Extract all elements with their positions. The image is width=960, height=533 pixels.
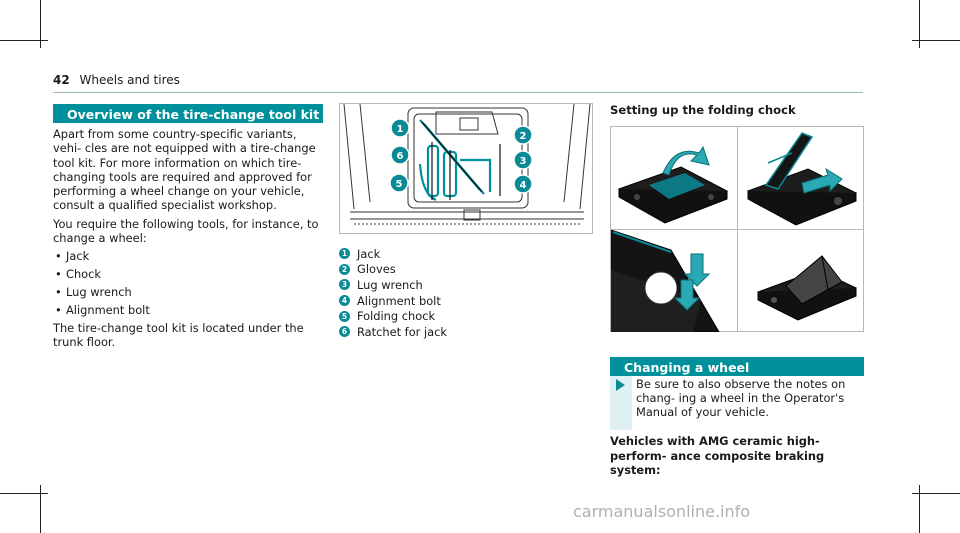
legend-number: 3 xyxy=(339,279,350,291)
overview-body: Apart from some country-specific variant… xyxy=(53,127,325,353)
chock-heading: Setting up the folding chock xyxy=(610,103,796,117)
overview-paragraph-2: You require the following tools, for ins… xyxy=(53,216,319,246)
legend-item: 3 Lug wrench xyxy=(339,277,447,293)
callout-4: 4 xyxy=(520,180,527,191)
legend-label: Jack xyxy=(357,246,381,261)
legend-number: 6 xyxy=(339,326,350,338)
callout-5: 5 xyxy=(396,179,403,190)
chock-step-1 xyxy=(611,127,737,229)
legend-number: 2 xyxy=(339,263,350,275)
callout-2: 2 xyxy=(520,131,527,142)
crop-mark xyxy=(919,0,920,48)
callout-3: 3 xyxy=(520,156,527,167)
legend-number: 1 xyxy=(339,248,350,260)
callout-badges xyxy=(389,118,533,194)
crop-mark xyxy=(0,493,48,494)
note-text: Be sure to also observe the notes on cha… xyxy=(636,377,846,419)
chock-step-3 xyxy=(611,230,737,332)
changing-heading: Changing a wheel xyxy=(610,357,864,376)
page-header: 42 Wheels and tires xyxy=(53,73,180,87)
amg-heading: Vehicles with AMG ceramic high-perform- … xyxy=(610,434,825,477)
overview-paragraph-1: Apart from some country-specific variant… xyxy=(53,127,316,213)
legend-item: 2 Gloves xyxy=(339,262,447,278)
watermark: carmanualsonline.info xyxy=(573,502,751,521)
toolkit-legend: 1 Jack 2 Gloves 3 Lug wrench 4 Alignment bol… xyxy=(339,246,447,340)
note-box xyxy=(610,376,632,430)
callout-1: 1 xyxy=(397,124,404,135)
legend-label: Lug wrench xyxy=(357,277,423,292)
page-number: 42 xyxy=(53,73,70,87)
legend-label: Alignment bolt xyxy=(357,293,441,308)
section-title: Wheels and tires xyxy=(79,73,180,87)
legend-number: 4 xyxy=(339,295,350,307)
overview-heading-text: Overview of the tire-change tool kit xyxy=(67,107,320,122)
legend-item: 6 Ratchet for jack xyxy=(339,324,447,340)
changing-heading-text: Changing a wheel xyxy=(624,360,750,375)
legend-label: Folding chock xyxy=(357,309,436,324)
list-item: Chock xyxy=(53,267,325,282)
chock-step-2 xyxy=(738,127,864,229)
toolkit-figure: 1 2 3 4 5 6 xyxy=(339,103,593,234)
crop-mark xyxy=(40,0,41,48)
crop-mark xyxy=(912,493,960,494)
tools-list: Jack Chock Lug wrench Alignment bolt xyxy=(53,249,325,317)
overview-heading: Overview of the tire-change tool kit xyxy=(53,104,323,123)
legend-label: Gloves xyxy=(357,262,396,277)
crop-mark xyxy=(40,485,41,533)
list-item: Alignment bolt xyxy=(53,303,325,318)
legend-number: 5 xyxy=(339,310,350,322)
legend-item: 1 Jack xyxy=(339,246,447,262)
crop-mark xyxy=(912,40,960,41)
arrow-right-icon xyxy=(616,379,625,391)
legend-item: 5 Folding chock xyxy=(339,308,447,324)
chock-figure xyxy=(610,126,864,332)
list-item: Lug wrench xyxy=(53,285,325,300)
overview-paragraph-3: The tire-change tool kit is located unde… xyxy=(53,320,304,349)
legend-label: Ratchet for jack xyxy=(357,324,447,339)
list-item: Jack xyxy=(53,249,325,264)
crop-mark xyxy=(919,485,920,533)
header-rule xyxy=(53,92,863,93)
chock-step-4 xyxy=(738,230,864,332)
legend-item: 4 Alignment bolt xyxy=(339,293,447,309)
toolkit-illustration: 1 2 3 4 5 6 xyxy=(343,104,591,225)
callout-6: 6 xyxy=(397,151,404,162)
crop-mark xyxy=(0,40,48,41)
